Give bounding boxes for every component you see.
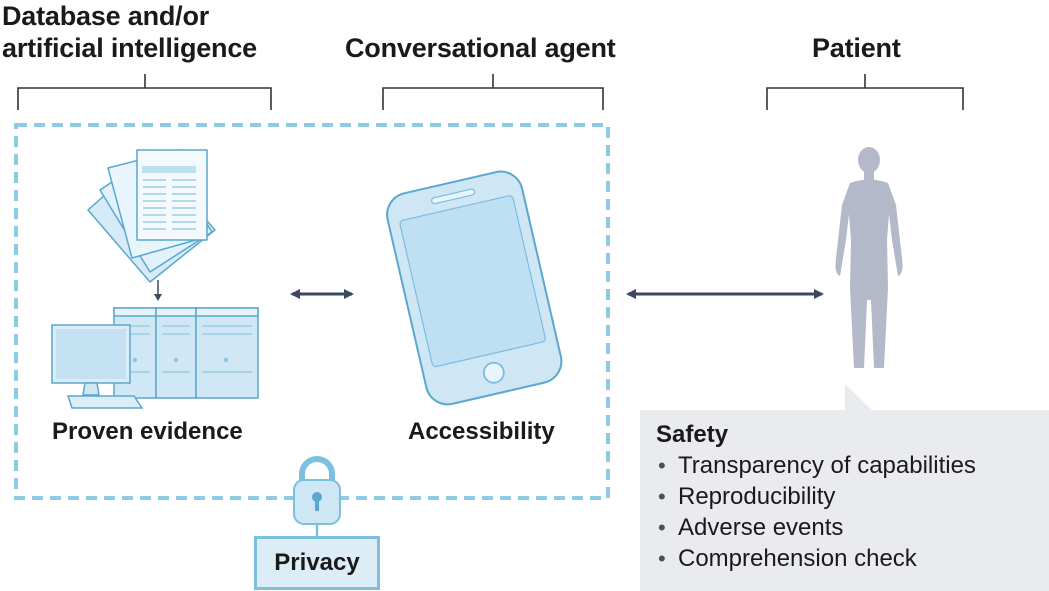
padlock-icon (293, 456, 341, 537)
safety-panel-pointer (845, 384, 872, 410)
documents-icon (87, 149, 216, 283)
bracket-database (17, 74, 272, 110)
bracket-patient (766, 74, 964, 110)
safety-item: Adverse events (656, 512, 1033, 543)
heading-database-line2: artificial intelligence (2, 33, 257, 63)
safety-list: Transparency of capabilities Reproducibi… (656, 450, 1033, 574)
heading-agent: Conversational agent (345, 33, 616, 63)
heading-database-line1: Database and/or (2, 1, 210, 31)
patient-silhouette-icon (835, 147, 903, 368)
safety-title: Safety (656, 421, 729, 448)
label-proven-evidence: Proven evidence (52, 418, 243, 445)
safety-item: Comprehension check (656, 543, 1033, 574)
desktop-servers-icon (51, 307, 259, 409)
bracket-agent (382, 74, 604, 110)
safety-item: Transparency of capabilities (656, 450, 1033, 481)
label-accessibility: Accessibility (408, 418, 555, 445)
privacy-box: Privacy (254, 536, 380, 590)
heading-database: Database and/or artificial intelligence (2, 0, 257, 64)
heading-patient: Patient (812, 33, 901, 63)
safety-item: Reproducibility (656, 481, 1033, 512)
docs-to-servers-arrow (154, 280, 162, 301)
label-privacy: Privacy (274, 549, 360, 576)
safety-panel: Safety Transparency of capabilities Repr… (640, 410, 1049, 591)
smartphone-icon (386, 170, 563, 406)
